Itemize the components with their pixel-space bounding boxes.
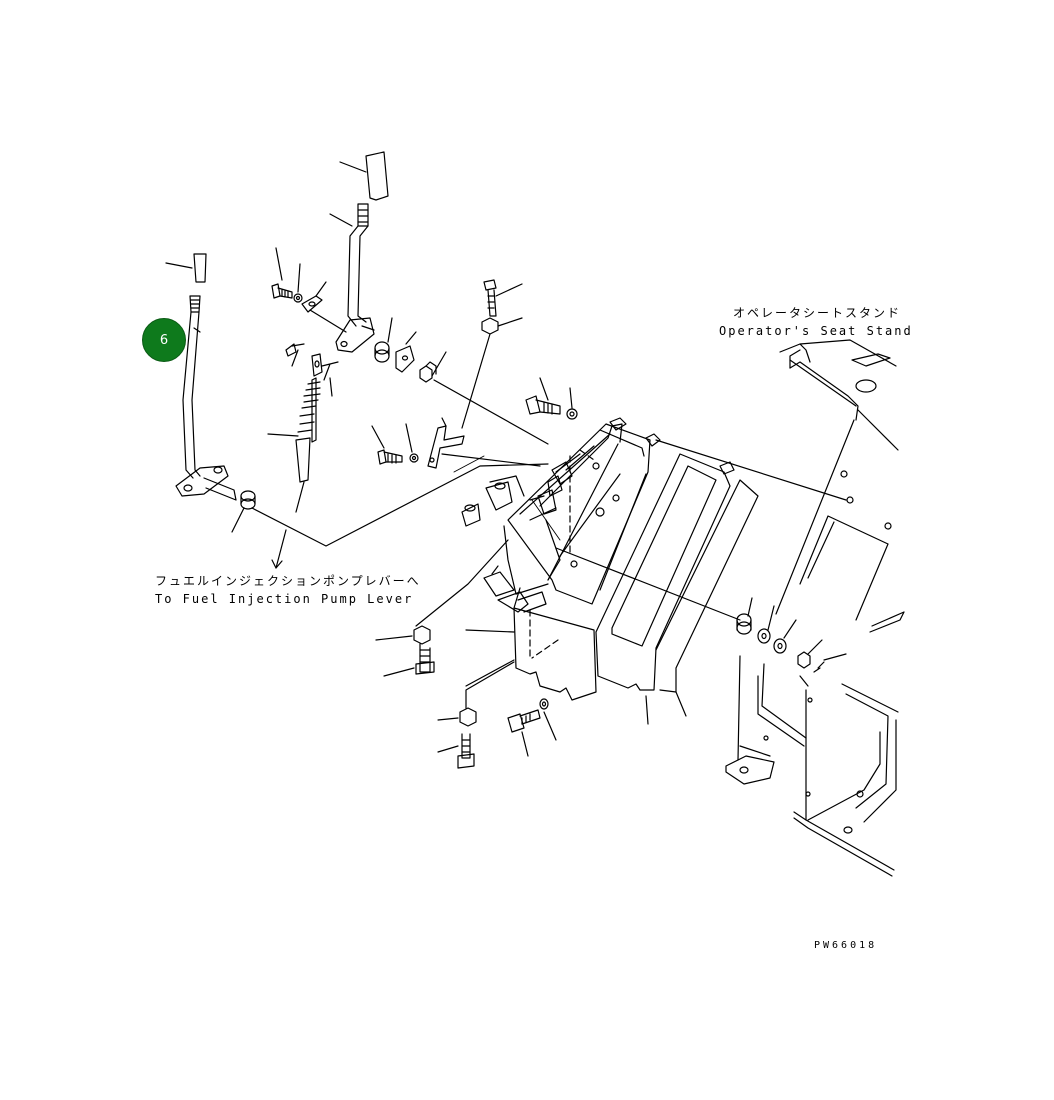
bolt-middle [371, 423, 419, 465]
seat-stand-label-jp: オペレータシートスタンド [733, 306, 902, 320]
nut-bolt-lower-left [375, 539, 509, 677]
bolt-washer-bottom [507, 698, 557, 757]
cover-plate-back [655, 461, 759, 717]
bracket-bolt-nut [427, 279, 541, 469]
seat-stand-label-en: Operator's Seat Stand [719, 324, 913, 338]
leader-lines [453, 455, 561, 541]
bushing-left [231, 463, 549, 547]
callout-number-6[interactable]: 6 [142, 318, 186, 362]
bolt-control-box [525, 377, 578, 420]
short-lever [165, 253, 237, 501]
fuel-pump-label-jp: フュエルインジェクションポンプレバーへ [155, 574, 421, 588]
control-bracket-assembly [461, 417, 661, 613]
hidden-lines [529, 449, 595, 661]
washers-nut-right [555, 547, 847, 673]
collar-parts [374, 317, 549, 445]
nut-bolt-lower [437, 661, 515, 769]
fuel-pump-label-en: To Fuel Injection Pump Lever [155, 592, 414, 606]
cover-plate-front [465, 587, 597, 701]
drawing-number: PW66018 [814, 940, 878, 951]
cover-plate-mid [595, 453, 731, 725]
seat-stand [655, 339, 905, 877]
cable-assembly [267, 343, 339, 569]
main-lever [329, 151, 389, 353]
bolt-upper-left [271, 247, 347, 333]
